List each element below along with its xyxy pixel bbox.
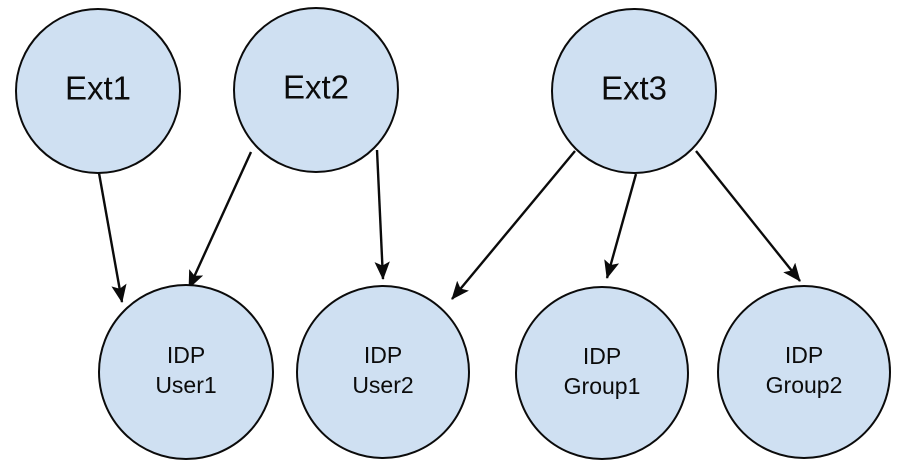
node-label-ext1-line1: Ext1	[65, 70, 131, 107]
node-ext1[interactable]: Ext1	[15, 8, 181, 174]
node-circle-ext1[interactable]	[15, 8, 181, 174]
node-label-idp_group1-line2: Group1	[564, 373, 641, 399]
edge-ext2-to-idp_user1	[187, 151, 253, 289]
edge-ext3-to-idp_group2	[695, 150, 801, 282]
node-label-idp_user1-line1: IDP	[167, 342, 205, 368]
node-label-idp_user2-line1: IDP	[364, 342, 402, 368]
node-label-idp_group2-line2: Group2	[766, 372, 843, 398]
edges-layer	[97, 149, 801, 303]
node-circle-idp_group1[interactable]	[515, 286, 689, 460]
node-label-idp_user1-line2: User1	[155, 372, 216, 398]
node-idp_group1[interactable]: IDP Group1	[515, 286, 689, 460]
node-circle-ext3[interactable]	[551, 8, 717, 174]
node-ext3[interactable]: Ext3	[551, 8, 717, 174]
node-label-idp_group1-line1: IDP	[583, 343, 621, 369]
node-circle-idp_user2[interactable]	[296, 285, 470, 459]
node-circle-idp_user1[interactable]	[98, 284, 274, 460]
node-idp_user2[interactable]: IDP User2	[296, 285, 470, 459]
node-label-ext2-line1: Ext2	[283, 69, 349, 106]
node-label-idp_user2-line2: User2	[352, 372, 413, 398]
edge-ext2-to-idp_user2	[374, 149, 390, 280]
edge-ext1-to-idp_user1	[97, 172, 127, 303]
edge-ext3-to-idp_user2	[451, 150, 576, 300]
edge-ext3-to-idp_group1	[604, 173, 638, 279]
node-label-ext3-line1: Ext3	[601, 70, 667, 107]
node-circle-idp_group2[interactable]	[717, 285, 891, 459]
node-idp_group2[interactable]: IDP Group2	[717, 285, 891, 459]
node-ext2[interactable]: Ext2	[233, 7, 399, 173]
node-circle-ext2[interactable]	[233, 7, 399, 173]
node-idp_user1[interactable]: IDP User1	[98, 284, 274, 460]
node-label-idp_group2-line1: IDP	[785, 342, 823, 368]
